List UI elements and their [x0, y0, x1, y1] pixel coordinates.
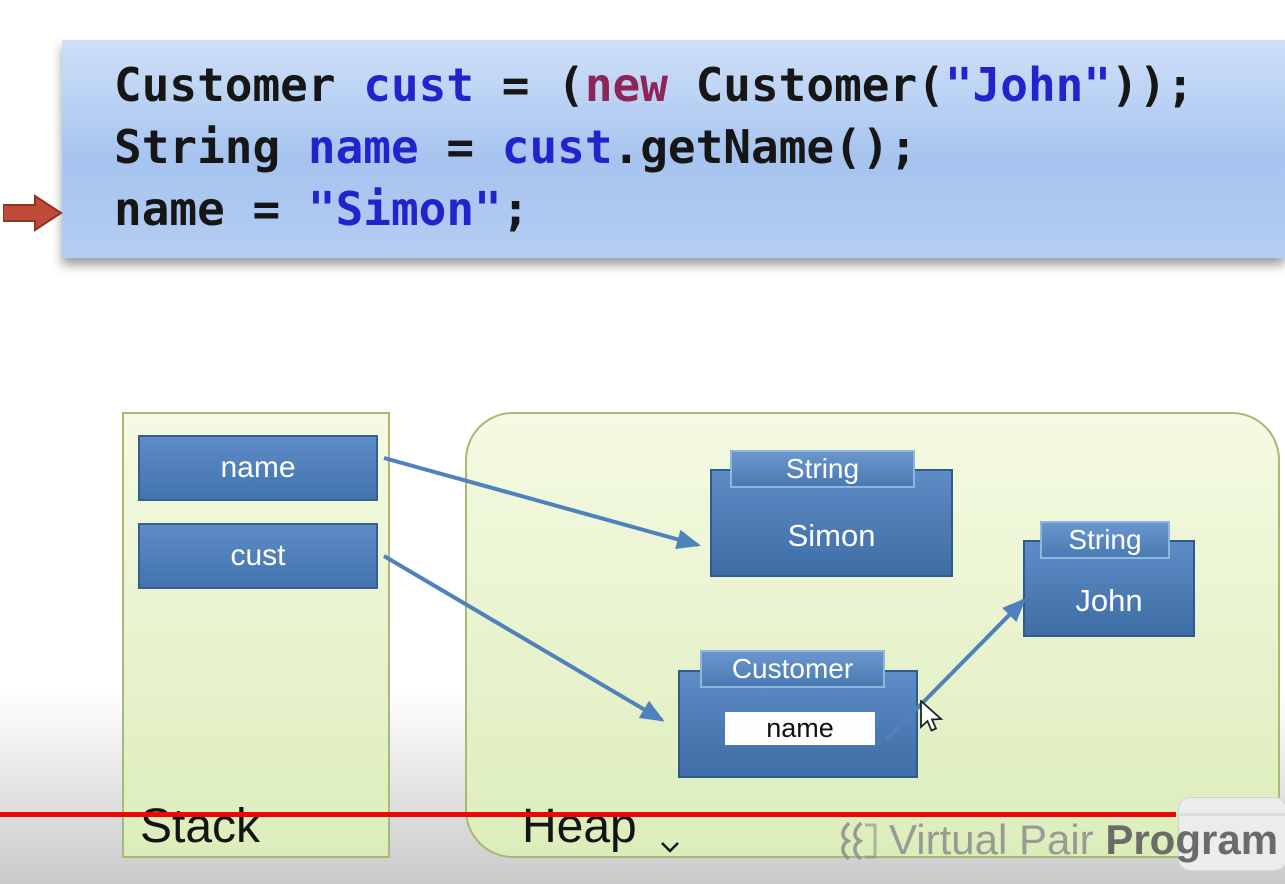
object-type-tab: String [730, 450, 915, 488]
code-segment: ; [501, 182, 530, 236]
code-segment: Customer [114, 58, 364, 112]
code-segment: name [307, 120, 419, 174]
code-segment: "Simon" [307, 182, 502, 236]
code-segment: cust [363, 58, 475, 112]
object-type-tab: Customer [700, 650, 885, 688]
field-label: name [766, 713, 834, 743]
heap-object-string-simon: Simon String [710, 450, 953, 577]
variable-label: cust [230, 539, 286, 572]
code-line-2: String name = cust.getName(); [114, 116, 1285, 178]
variable-label: name [220, 451, 296, 484]
code-line-1: Customer cust = (new Customer("John")); [114, 54, 1285, 116]
code-segment: String [114, 120, 308, 174]
stack-label: Stack [140, 800, 261, 853]
object-type: String [1068, 524, 1142, 555]
object-value: Simon [787, 518, 876, 553]
video-progress-remaining[interactable] [1176, 813, 1285, 816]
object-value: John [1075, 582, 1143, 618]
virtual-pair-logo-icon [841, 821, 877, 861]
heap-label: Heap [522, 800, 637, 853]
code-segment: .getName(); [612, 120, 918, 174]
code-segment: new [584, 58, 668, 112]
code-line-3: name = "Simon"; [114, 178, 1285, 240]
stack-variable-cust: cust [138, 523, 378, 589]
red-arrow-icon [2, 193, 63, 238]
object-type-tab: String [1040, 521, 1170, 559]
code-segment: "John" [944, 58, 1112, 112]
chevron-down-icon[interactable] [660, 840, 680, 858]
heap-object-string-john: John String [1023, 521, 1195, 637]
video-progress-bar[interactable] [0, 812, 1176, 817]
stack-variable-name: name [138, 435, 378, 501]
mouse-cursor [918, 698, 948, 739]
code-segment: )); [1111, 58, 1195, 112]
watermark: Virtual Pair Program [835, 814, 1278, 866]
object-type: Customer [731, 653, 854, 684]
watermark-prefix: Virtual Pair [889, 816, 1106, 863]
code-segment: Customer( [667, 58, 945, 112]
object-type: String [785, 453, 860, 484]
watermark-text: Virtual Pair Program [889, 816, 1278, 864]
object-body: name [678, 670, 918, 778]
customer-name-field: name [725, 712, 875, 745]
code-panel: Customer cust = (new Customer("John")); … [62, 40, 1285, 258]
code-segment: = [418, 120, 502, 174]
code-segment: cust [501, 120, 613, 174]
watermark-suffix: Program [1105, 816, 1279, 863]
heap-object-customer: name Customer [678, 650, 918, 778]
code-segment: = ( [474, 58, 585, 112]
watermark-badge [1178, 797, 1285, 871]
stack-region: name cust Stack [122, 412, 390, 858]
code-segment: name = [114, 182, 308, 236]
